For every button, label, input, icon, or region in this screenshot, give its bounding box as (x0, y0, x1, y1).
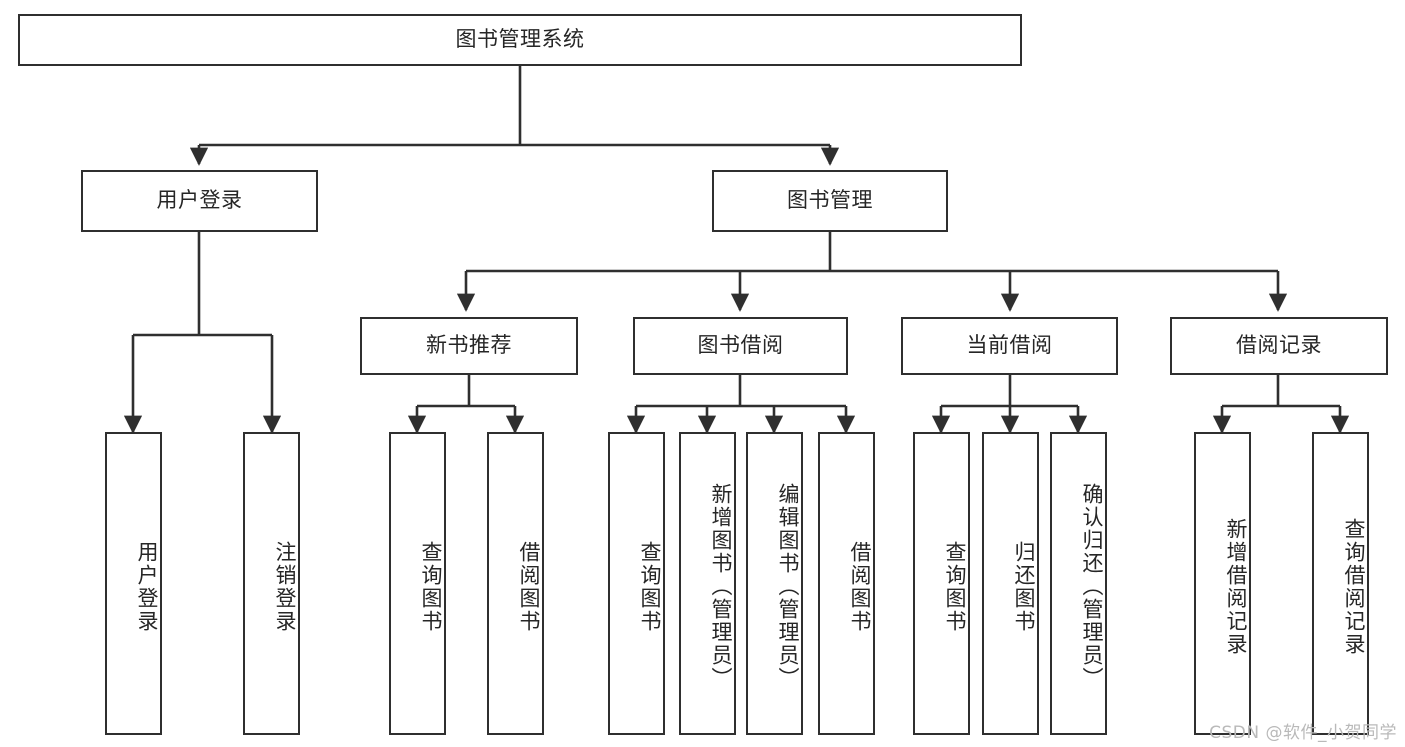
node-root-system[interactable]: 图书管理系统 (18, 14, 1022, 66)
node-borrow-records[interactable]: 借阅记录 (1170, 317, 1388, 375)
node-book-management[interactable]: 图书管理 (712, 170, 948, 232)
leaf-user-login-logout[interactable]: 注销登录 (243, 432, 300, 735)
leaf-borrow-add-book-admin[interactable]: 新增图书（管理员） (679, 432, 736, 735)
leaf-label: 归还图书 (1012, 540, 1036, 633)
leaf-borrow-borrow-book[interactable]: 借阅图书 (818, 432, 875, 735)
csdn-watermark: CSDN @软件_小贺同学 (1209, 723, 1397, 743)
node-book-borrow[interactable]: 图书借阅 (633, 317, 848, 375)
leaf-label: 查询图书 (638, 540, 662, 633)
leaf-label: 新增图书（管理员） (709, 483, 733, 690)
node-user-login[interactable]: 用户登录 (81, 170, 318, 232)
leaf-new-book-query[interactable]: 查询图书 (389, 432, 446, 735)
leaf-label: 借阅图书 (517, 540, 541, 633)
node-current-borrow[interactable]: 当前借阅 (901, 317, 1118, 375)
leaf-current-query-book[interactable]: 查询图书 (913, 432, 970, 735)
leaf-label: 确认归还（管理员） (1080, 483, 1104, 690)
leaf-new-book-borrow[interactable]: 借阅图书 (487, 432, 544, 735)
leaf-current-return-book[interactable]: 归还图书 (982, 432, 1039, 735)
leaf-borrow-query-book[interactable]: 查询图书 (608, 432, 665, 735)
leaf-label: 编辑图书（管理员） (776, 483, 800, 690)
leaf-label: 查询图书 (943, 540, 967, 633)
leaf-current-confirm-return-admin[interactable]: 确认归还（管理员） (1050, 432, 1107, 735)
leaf-label: 借阅图书 (848, 540, 872, 633)
leaf-records-query-record[interactable]: 查询借阅记录 (1312, 432, 1369, 735)
leaf-label: 用户登录 (135, 540, 159, 633)
leaf-user-login-login[interactable]: 用户登录 (105, 432, 162, 735)
leaf-records-add-record[interactable]: 新增借阅记录 (1194, 432, 1251, 735)
leaf-borrow-edit-book-admin[interactable]: 编辑图书（管理员） (746, 432, 803, 735)
leaf-label: 查询借阅记录 (1342, 517, 1366, 656)
node-new-book-recommend[interactable]: 新书推荐 (360, 317, 578, 375)
leaf-label: 注销登录 (273, 540, 297, 633)
leaf-label: 查询图书 (419, 540, 443, 633)
leaf-label: 新增借阅记录 (1224, 517, 1248, 656)
